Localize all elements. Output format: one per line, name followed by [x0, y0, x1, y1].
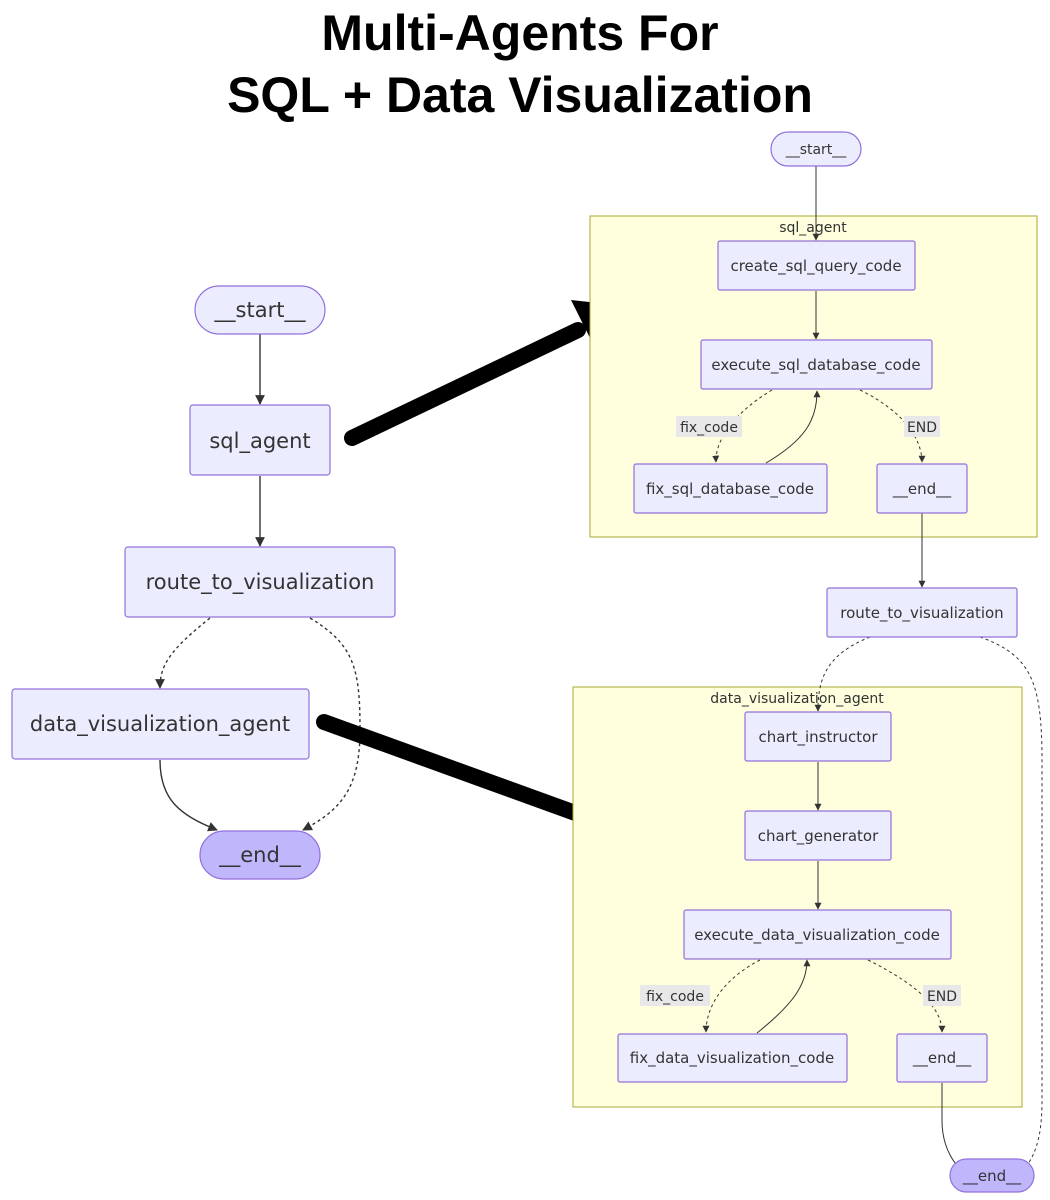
detail-final-end-node [949, 1158, 1035, 1193]
big-arrow-to-sql [344, 300, 626, 446]
overview-dv-agent-label: data_visualization_agent [30, 712, 290, 737]
fix-dv-label: fix_data_visualization_code [630, 1049, 834, 1068]
edge-dvfix-execute [756, 959, 811, 1034]
detail-final-end-label: __end__ [962, 1167, 1022, 1186]
dv-agent-cluster-label: data_visualization_agent [710, 691, 884, 707]
sql-fix-code-label-bg [676, 416, 742, 437]
sql-fix-code-label: fix_code [680, 420, 738, 436]
detail-start-label: __start__ [785, 142, 848, 158]
fix-dv-node [617, 1033, 848, 1083]
fix-sql-label: fix_sql_database_code [646, 480, 814, 499]
overview-sql-agent-node [189, 404, 331, 476]
dv-end-label-node: __end__ [912, 1049, 972, 1068]
edge-route-dv [155, 617, 211, 689]
chart-instructor-label: chart_instructor [758, 728, 878, 747]
execute-sql-label: execute_sql_database_code [711, 356, 920, 375]
dv-end-label: END [927, 989, 957, 1005]
dv-end-label-bg [923, 985, 961, 1006]
overview-end-node [199, 830, 321, 880]
sql-agent-cluster-label: sql_agent [779, 220, 847, 236]
edge-route-final-end [979, 636, 1043, 1181]
detail-route-label: route_to_visualization [840, 604, 1003, 623]
overview-start-node [194, 285, 326, 335]
overview-route-node [124, 546, 396, 618]
sql-end-label: END [907, 420, 937, 436]
detail-start-node [770, 131, 862, 167]
title-line-1: Multi-Agents For [321, 5, 718, 61]
sql-end-label-node: __end__ [892, 480, 952, 499]
chart-instructor-node [744, 711, 892, 762]
overview-sql-agent-label: sql_agent [209, 429, 310, 454]
create-sql-query-label: create_sql_query_code [730, 257, 901, 276]
detail-graph: sql_agent data_visualization_agent fix_c… [572, 131, 1043, 1193]
edge-route-end [302, 617, 361, 831]
overview-graph: __start__ sql_agent route_to_visualizati… [11, 285, 396, 880]
detail-route-node [826, 587, 1018, 638]
execute-sql-node [700, 339, 933, 390]
sql-end-node [876, 463, 968, 514]
chart-generator-label: chart_generator [758, 827, 879, 846]
overview-start-label: __start__ [214, 298, 306, 323]
edge-route-instructor [814, 636, 871, 712]
overview-route-label: route_to_visualization [146, 570, 375, 595]
execute-dv-node [683, 909, 952, 960]
edge-fix-execute [765, 390, 821, 464]
dv-fix-code-label: fix_code [646, 989, 704, 1005]
chart-generator-node [744, 810, 892, 861]
execute-dv-label: execute_data_visualization_code [694, 926, 940, 945]
fix-sql-node [633, 463, 828, 514]
overview-dv-agent-node [11, 688, 310, 760]
create-sql-query-node [717, 240, 916, 291]
edge-dv-end [159, 759, 218, 832]
edge-dvexecute-fix [702, 959, 761, 1033]
dv-fix-code-label-bg [640, 985, 710, 1006]
dv-end-node [896, 1033, 988, 1083]
sql-end-label-bg [904, 416, 940, 437]
overview-end-label: __end__ [218, 843, 301, 868]
title-line-2: SQL + Data Visualization [227, 67, 813, 123]
